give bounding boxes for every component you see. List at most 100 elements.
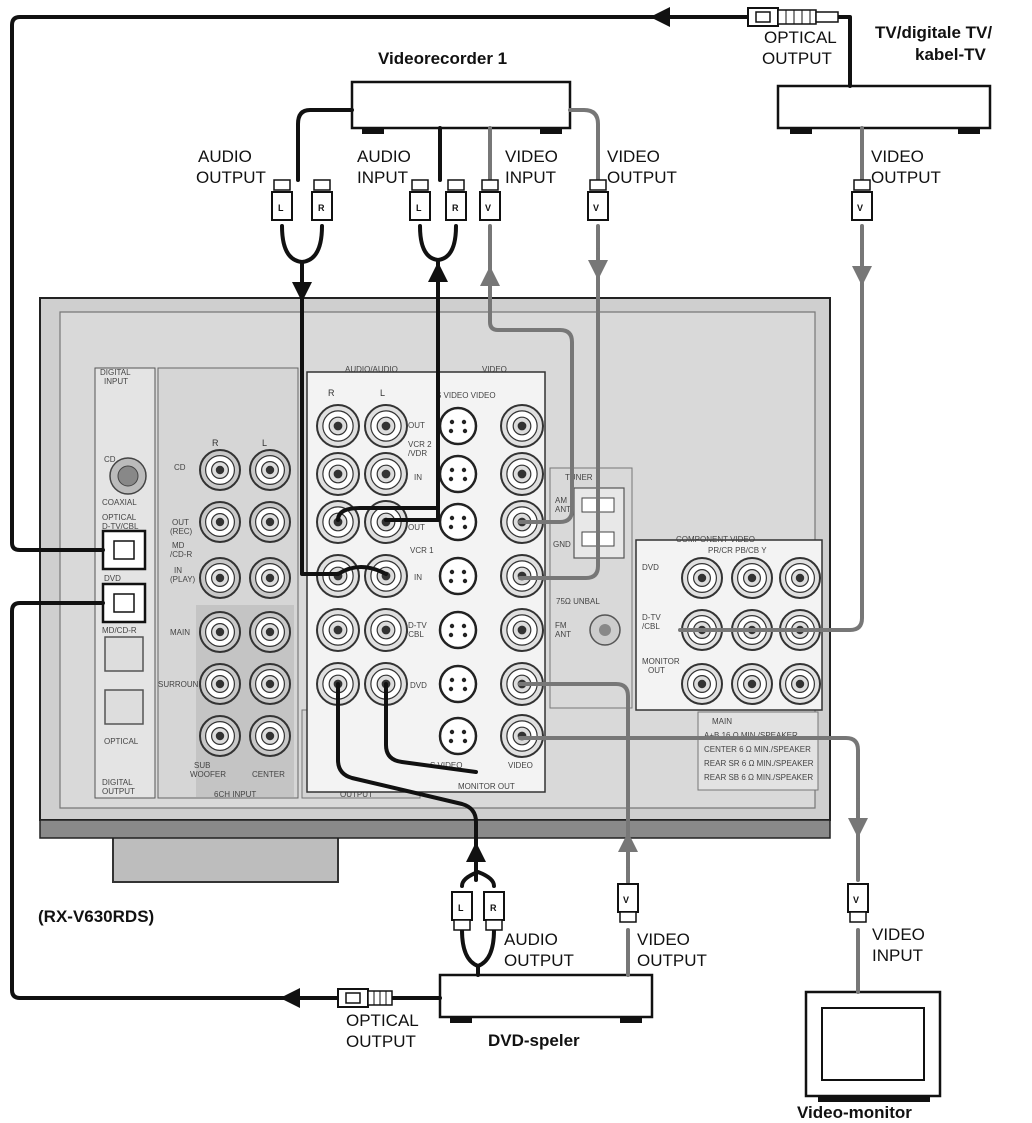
video-monitor-device: Video-monitor xyxy=(797,990,942,1122)
plug-vcr-audio-in-l-letter: L xyxy=(416,203,422,213)
md-cdr-optical-in-jack xyxy=(104,636,144,672)
plug-dvd-audio-out-l: L xyxy=(451,891,473,931)
am-ant-label: ANT xyxy=(555,505,571,514)
comp-monitor-label-2: OUT xyxy=(648,666,665,675)
vcr2-label-1: VCR 2 xyxy=(408,440,432,449)
sub-woofer-label-2: WOOFER xyxy=(190,770,226,779)
md-out-label-2: (REC) xyxy=(170,527,193,536)
audio-jack-l-1 xyxy=(364,452,408,496)
analog-jack-r-0 xyxy=(199,449,241,491)
ch-r-label: R xyxy=(212,438,219,448)
dtv-label-2: /CBL xyxy=(406,630,424,639)
video-header: VIDEO xyxy=(482,365,507,374)
optical-out-label: OPTICAL xyxy=(104,737,139,746)
component-jack-0-1 xyxy=(731,557,773,599)
s-video-jack-3 xyxy=(438,556,478,596)
label-vcr-video-input-2: INPUT xyxy=(505,168,556,187)
plugs: L R L R V V V xyxy=(271,7,873,1008)
label-monitor-video-input-1: VIDEO xyxy=(872,925,925,944)
ch-l-label: L xyxy=(262,438,267,448)
main-label: MAIN xyxy=(170,628,190,637)
output-label: OUTPUT xyxy=(340,790,373,799)
surround-label: SURROUND xyxy=(158,680,204,689)
label-dvd-video-output-2: OUTPUT xyxy=(637,951,707,970)
optical-dtv-jack xyxy=(101,529,147,571)
label-dvd-optical-output-2: OUTPUT xyxy=(346,1032,416,1051)
analog-jack-l-0 xyxy=(249,449,291,491)
vcr1-label: VCR 1 xyxy=(410,546,434,555)
coaxial-label: COAXIAL xyxy=(102,498,137,507)
tv-device: TV/digitale TV/ kabel-TV xyxy=(776,23,992,134)
speaker-note-4: REAR SR 6 Ω MIN./SPEAKER xyxy=(704,759,814,768)
component-jack-0-0 xyxy=(681,557,723,599)
pr-pb-y-label: PR/CR PB/CB Y xyxy=(708,546,767,555)
optical-dvd-label: DVD xyxy=(104,574,121,583)
receiver-rear-panel: DIGITAL INPUT CD COAXIAL OPTICAL D-TV/CB… xyxy=(39,297,831,883)
component-jack-2-0 xyxy=(681,663,723,705)
audio-jack-l-3 xyxy=(364,554,408,598)
analog-jack-r-1 xyxy=(199,501,241,543)
plug-vcr-audio-in-l: L xyxy=(409,179,431,221)
sub-woofer-label-1: SUB xyxy=(194,761,210,770)
plug-dvd-video-out: V xyxy=(617,883,639,923)
analog-jack-l-3 xyxy=(249,611,291,653)
ch6-input-label: 6CH INPUT xyxy=(214,790,256,799)
s-video-jack-monitor xyxy=(438,716,478,756)
plug-tv-video-out-letter: V xyxy=(857,203,863,213)
cable-vcr-audio-out xyxy=(296,108,354,182)
s-video-jack-4 xyxy=(438,610,478,650)
dvd-player-device: DVD-speler xyxy=(438,973,654,1050)
plug-monitor-video-in: V xyxy=(847,883,869,923)
label-vcr-audio-output-1: AUDIO xyxy=(198,147,252,166)
s-video-label: S VIDEO xyxy=(430,761,462,770)
analog-jack-l-5 xyxy=(249,715,291,757)
label-vcr-audio-input-1: AUDIO xyxy=(357,147,411,166)
cd-side-label: CD xyxy=(174,463,186,472)
cable-tv-optical xyxy=(10,15,750,552)
comp-monitor-label-1: MONITOR xyxy=(642,657,680,666)
center-label: CENTER xyxy=(252,770,285,779)
md-in-label-2: (PLAY) xyxy=(170,575,196,584)
digital-output-label-2: OUTPUT xyxy=(102,787,135,796)
analog-jack-l-1 xyxy=(249,501,291,543)
s-video-jack-5 xyxy=(438,664,478,704)
video-jack-4 xyxy=(500,608,544,652)
audio-jack-l-4 xyxy=(364,608,408,652)
analog-jack-l-4 xyxy=(249,663,291,705)
plug-tv-video-out: V xyxy=(851,179,873,221)
plug-dvd-audio-out-r: R xyxy=(483,891,505,931)
optical-dvd-jack xyxy=(101,582,147,624)
s-video-jack-2 xyxy=(438,502,478,542)
analog-jack-r-2 xyxy=(199,557,241,599)
plug-vcr-audio-out-r: R xyxy=(311,179,333,221)
optical-dtv-label-2: D-TV/CBL xyxy=(102,522,139,531)
video-jack-1 xyxy=(500,452,544,496)
audio-jack-r-4 xyxy=(316,608,360,652)
md-out-label-1: OUT xyxy=(172,518,189,527)
label-vcr-audio-output-2: OUTPUT xyxy=(196,168,266,187)
digital-input-label-1: DIGITAL xyxy=(100,368,131,377)
plug-vcr-video-out: V xyxy=(587,179,609,221)
component-video-label: COMPONENT VIDEO xyxy=(676,535,755,544)
plug-vcr-audio-in-r: R xyxy=(445,179,467,221)
label-tv-optical-output-1: OPTICAL xyxy=(764,28,837,47)
component-jack-0-2 xyxy=(779,557,821,599)
audio-jack-l-0 xyxy=(364,404,408,448)
plug-dvd-audio-out-r-letter: R xyxy=(490,903,497,913)
cable-vcr-video-out xyxy=(568,108,600,182)
optical-dtv-label-1: OPTICAL xyxy=(102,513,137,522)
plug-dvd-audio-out-l-letter: L xyxy=(458,903,464,913)
fm-ant-label: ANT xyxy=(555,630,571,639)
connection-labels: AUDIO OUTPUT AUDIO INPUT VIDEO INPUT VID… xyxy=(196,28,941,1051)
label-dvd-audio-output-2: OUTPUT xyxy=(504,951,574,970)
videorecorder-device: Videorecorder 1 xyxy=(350,49,572,134)
plug-vcr-audio-out-l: L xyxy=(271,179,293,221)
analog-jack-r-5 xyxy=(199,715,241,757)
vcr2-out-label: OUT xyxy=(408,421,425,430)
dvd-row-label: DVD xyxy=(410,681,427,690)
md-cdr-optical-label: MD/CD-R xyxy=(102,626,137,635)
am-label: AM xyxy=(555,496,567,505)
monitor-out-label: MONITOR OUT xyxy=(458,782,515,791)
dtv-label-1: D-TV xyxy=(408,621,427,630)
